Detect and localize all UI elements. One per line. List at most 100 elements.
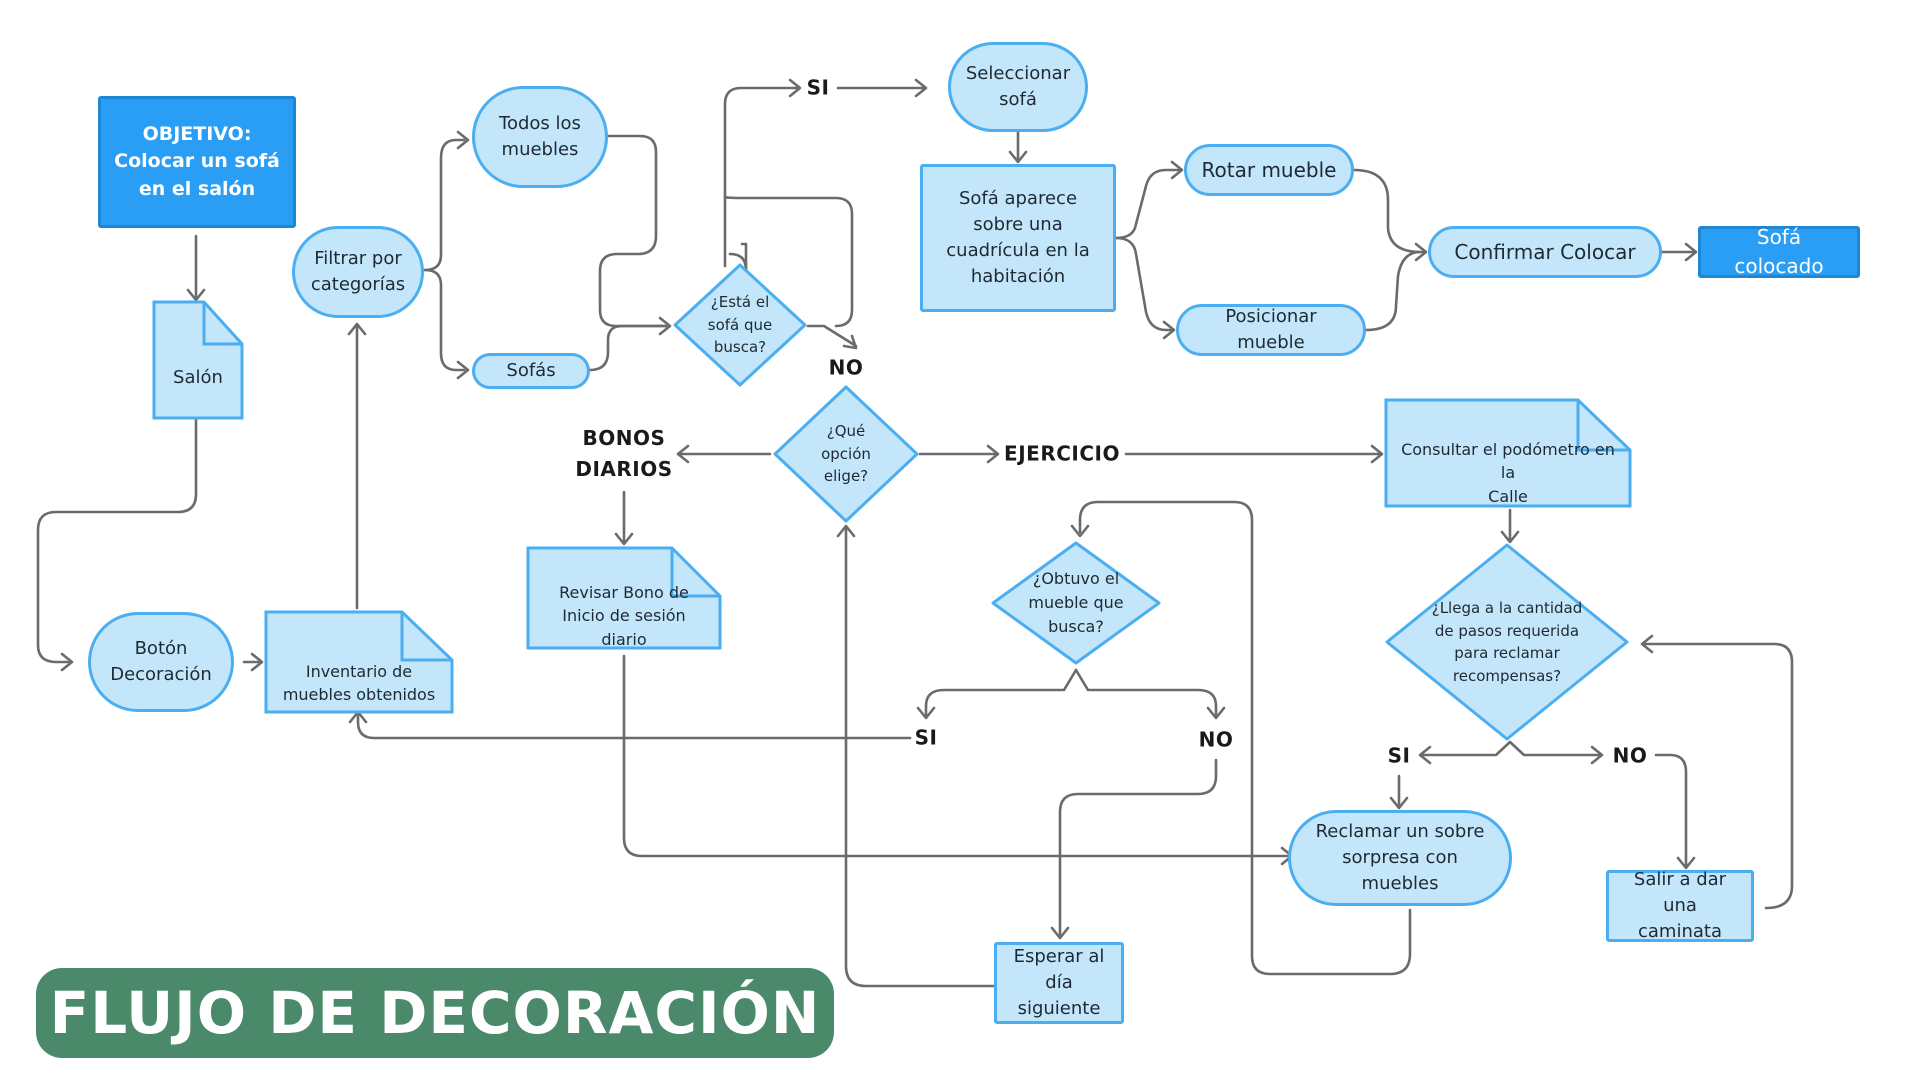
node-text: Esperar al día siguiente	[1013, 945, 1105, 1020]
node-text: Sofá colocado	[1734, 225, 1824, 278]
edge-label-daily-bonus: BONOS DIARIOS	[575, 426, 673, 481]
decision-is-sofa: ¿Está el sofá que busca?	[672, 262, 808, 388]
arrowhead	[1162, 320, 1176, 340]
connector	[588, 324, 668, 372]
decoration-button-node: Botón Decoración	[88, 612, 234, 712]
objective-node: OBJETIVO: Colocar un sofá en el salón	[98, 96, 296, 228]
diamond-shape	[1385, 543, 1629, 741]
arrowhead	[676, 444, 690, 464]
decision-text: ¿Llega a la cantidad de pasos requerida …	[1431, 599, 1583, 685]
connector	[1078, 500, 1412, 976]
edge-label-yes: SI	[914, 725, 938, 750]
rotate-furniture-node: Rotar mueble	[1184, 144, 1354, 196]
select-sofa-node: Seleccionar sofá	[948, 42, 1088, 132]
arrowhead	[788, 78, 802, 98]
arrowhead	[1070, 524, 1090, 538]
diamond-shape	[991, 541, 1161, 665]
arrowhead	[186, 288, 206, 302]
edge-label-no: NO	[1612, 743, 1648, 768]
connector	[1074, 668, 1218, 718]
doc-node-inventory: Inventario de muebles obtenidos	[264, 610, 454, 714]
connector	[1508, 740, 1602, 757]
decision-text: ¿Obtuvo el mueble que busca?	[1028, 569, 1124, 636]
arrowhead	[456, 130, 470, 150]
edge-label-yes: SI	[1387, 743, 1411, 768]
arrowhead	[456, 360, 470, 380]
arrowhead	[1050, 926, 1070, 940]
node-text: Reclamar un sobre sorpresa con muebles	[1315, 820, 1485, 895]
all-furniture-node: Todos los muebles	[472, 86, 608, 188]
decision-text: ¿Está el sofá que busca?	[707, 293, 773, 357]
arrowhead	[842, 334, 858, 350]
arrowhead	[1414, 242, 1428, 262]
edge-label-exercise: EJERCICIO	[1004, 441, 1120, 466]
connector	[1114, 236, 1174, 332]
decision-text: ¿Qué opción elige?	[821, 422, 871, 486]
arrowhead	[1206, 706, 1226, 720]
connector	[723, 194, 854, 328]
sofas-node: Sofás	[472, 353, 590, 389]
doc-text: Inventario de muebles obtenidos	[282, 661, 436, 704]
arrowhead	[1370, 444, 1384, 464]
doc-node-pedometer: Consultar el podómetro en la Calle	[1384, 398, 1632, 508]
diagram-title: FLUJO DE DECORACIÓN	[36, 968, 834, 1058]
arrowhead	[1500, 530, 1520, 544]
arrowhead	[914, 78, 928, 98]
arrowhead	[1590, 745, 1604, 765]
doc-text: Salón	[173, 366, 223, 388]
document-shape	[1384, 398, 1632, 508]
arrowhead	[986, 444, 1000, 464]
doc-text: Revisar Bono de Inicio de sesión diario	[559, 583, 689, 649]
connector	[1364, 250, 1426, 332]
filter-categories-node: Filtrar por categorías	[292, 226, 424, 318]
document-shape	[264, 610, 454, 714]
arrowhead	[916, 706, 936, 720]
node-text: Botón Decoración	[110, 637, 212, 685]
node-text: Todos los muebles	[499, 112, 581, 160]
wait-next-day-node: Esperar al día siguiente	[994, 942, 1124, 1024]
arrowhead	[1676, 856, 1696, 870]
claim-envelope-node: Reclamar un sobre sorpresa con muebles	[1288, 810, 1512, 906]
edge-label-no: NO	[1198, 727, 1234, 752]
connector	[622, 654, 1292, 858]
node-text: Seleccionar sofá	[965, 62, 1071, 110]
connector	[598, 134, 668, 328]
go-walk-node: Salir a dar una caminata	[1606, 869, 1754, 942]
arrowhead	[614, 532, 634, 546]
decision-enough-steps: ¿Llega a la cantidad de pasos requerida …	[1384, 542, 1630, 742]
node-text: Sofás	[506, 359, 556, 381]
connector	[1642, 642, 1794, 910]
doc-node-daily-bonus: Revisar Bono de Inicio de sesión diario	[526, 546, 722, 650]
arrowhead	[347, 322, 367, 336]
connector	[1058, 758, 1218, 938]
node-text: Sofá aparece sobre una cuadrícula en la …	[946, 187, 1090, 288]
connector	[844, 526, 996, 988]
diamond-shape	[673, 263, 807, 387]
node-text: Confirmar Colocar	[1454, 239, 1636, 264]
decision-got-furniture: ¿Obtuvo el mueble que busca?	[990, 540, 1162, 666]
edge-label-no: NO	[828, 355, 864, 380]
edge-label-yes: SI	[806, 75, 830, 100]
arrowhead	[1640, 634, 1654, 654]
confirm-place-node: Confirmar Colocar	[1428, 226, 1662, 278]
connector	[423, 268, 466, 372]
connector	[740, 242, 748, 272]
arrowhead	[658, 316, 672, 336]
connector	[423, 138, 466, 272]
arrowhead	[1008, 150, 1028, 164]
document-shape	[526, 546, 722, 650]
connector	[723, 86, 800, 268]
connector	[1420, 740, 1512, 757]
arrowhead	[1418, 745, 1432, 765]
connector	[1352, 168, 1422, 254]
connector	[36, 418, 198, 664]
arrowhead	[60, 652, 74, 672]
doc-text: Consultar el podómetro en la Calle	[1401, 440, 1615, 506]
arrowhead	[836, 524, 856, 538]
position-furniture-node: Posicionar mueble	[1176, 304, 1366, 356]
connector	[924, 668, 1078, 718]
arrowhead	[1684, 242, 1698, 262]
decision-which-option: ¿Qué opción elige?	[772, 384, 920, 524]
